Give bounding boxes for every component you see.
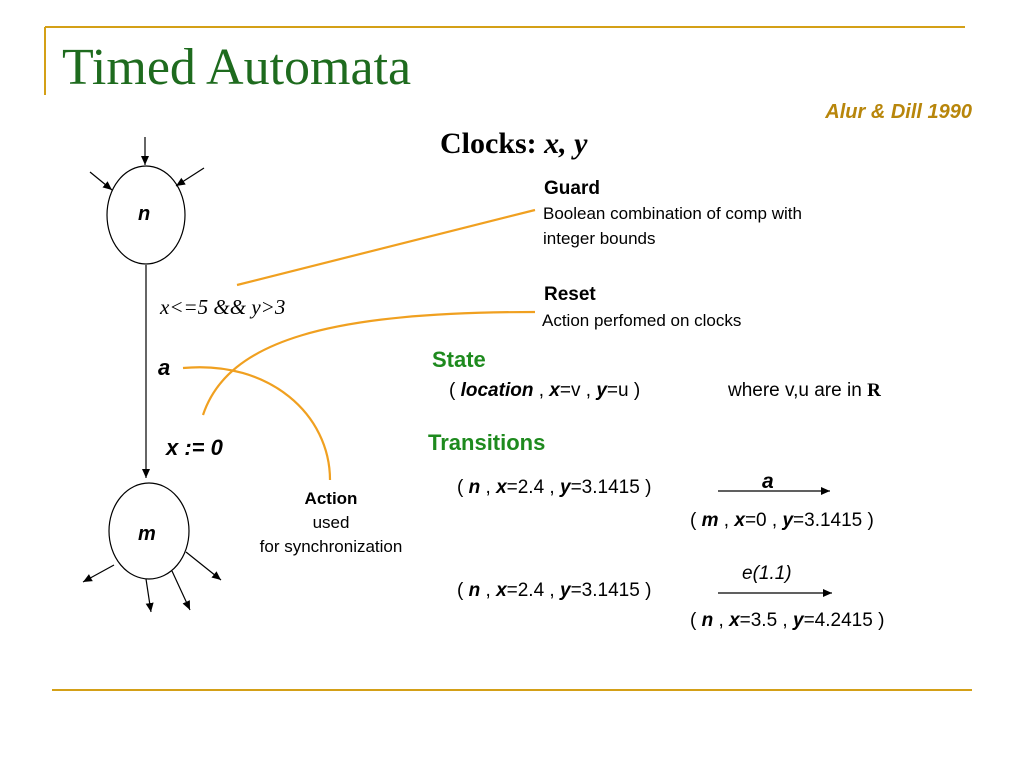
transition2-source: ( n , x=2.4 , y=3.1415 ): [457, 580, 652, 601]
state-y: y: [596, 380, 607, 401]
t2-target-xval: =3.5 ,: [739, 610, 788, 631]
guard-expression: x<=5 && y>3: [160, 295, 286, 319]
t2-xval: =2.4 ,: [506, 580, 555, 601]
t2-yval: =3.1415 ): [570, 580, 652, 601]
guard-description: Boolean combination of comp with integer…: [543, 201, 802, 251]
reset-callout-curve: [201, 310, 536, 416]
t1-x: x: [496, 477, 507, 498]
guard-desc-line1: Boolean combination of comp with: [543, 204, 802, 223]
clocks-heading: Clocks: x, y: [440, 127, 588, 161]
t1-y: y: [560, 477, 571, 498]
transition1-label: a: [762, 470, 774, 493]
t1-location: n: [468, 477, 481, 498]
state-heading: State: [432, 347, 486, 372]
clocks-vars: x, y: [544, 127, 588, 160]
reset-heading: Reset: [544, 284, 596, 305]
t1-yval: =3.1415 ): [570, 477, 652, 498]
state-tuple: ( location , x=v , y=u ): [449, 380, 641, 401]
state-m-circle: [108, 482, 190, 580]
clocks-label: Clocks:: [440, 127, 537, 160]
reset-expression: x := 0: [166, 435, 223, 460]
guard-callout-line: [236, 208, 536, 287]
t2-x: x: [496, 580, 507, 601]
incoming-arrow-left: [89, 171, 113, 191]
state-yval: =u ): [606, 380, 641, 401]
incoming-arrow-right: [175, 167, 205, 187]
guard-desc-line2: integer bounds: [543, 229, 656, 248]
transition2-target: ( n , x=3.5 , y=4.2415 ): [690, 610, 885, 631]
reset-description: Action perfomed on clocks: [542, 311, 742, 330]
transition1-source: ( n , x=2.4 , y=3.1415 ): [457, 477, 652, 498]
t1-target-location: m: [701, 510, 719, 531]
guard-heading: Guard: [544, 178, 600, 199]
state-x: x: [549, 380, 560, 401]
state-n-label: n: [138, 203, 151, 225]
outgoing-arrow-2: [145, 578, 154, 613]
action-note-heading: Action: [304, 489, 358, 508]
t1-target-x: x: [734, 510, 745, 531]
action-note-line1: used: [312, 513, 350, 532]
state-where-text: where v,u are in: [728, 380, 862, 401]
action-note-line2: for synchronization: [259, 537, 403, 556]
t2-target-yval: =4.2415 ): [803, 610, 885, 631]
t2-target-location: n: [701, 610, 714, 631]
state-where-note: where v,u are in R: [728, 380, 881, 402]
t1-target-yval: =3.1415 ): [793, 510, 874, 531]
outgoing-arrow-3: [171, 570, 191, 611]
t2-open-paren: (: [457, 580, 464, 601]
outgoing-arrow-1: [82, 564, 115, 583]
transition1-target: ( m , x=0 , y=3.1415 ): [690, 510, 874, 531]
t2-target-x: x: [729, 610, 740, 631]
state-open-paren: (: [449, 380, 456, 401]
state-n-circle: [106, 165, 186, 265]
page-title: Timed Automata: [62, 39, 412, 96]
t1-target-open-paren: (: [690, 510, 697, 531]
transition2-label: e(1.1): [742, 563, 792, 584]
t1-target-y: y: [782, 510, 794, 531]
t1-open-paren: (: [457, 477, 464, 498]
transitions-heading: Transitions: [428, 430, 546, 455]
t2-y: y: [560, 580, 571, 601]
t2-target-open-paren: (: [690, 610, 697, 631]
reals-symbol: R: [867, 380, 881, 401]
state-location: location: [460, 380, 534, 401]
outgoing-arrow-4: [185, 551, 222, 581]
action-callout-curve: [182, 366, 332, 481]
action-label: a: [158, 355, 171, 380]
state-m-label: m: [138, 523, 156, 545]
t1-xval: =2.4 ,: [506, 477, 555, 498]
action-note: Action used for synchronization: [248, 487, 414, 559]
t2-location: n: [468, 580, 481, 601]
t1-target-xval: =0 ,: [744, 510, 778, 531]
t2-target-y: y: [793, 610, 804, 631]
state-xval: =v ,: [559, 380, 592, 401]
citation: Alur & Dill 1990: [825, 101, 972, 123]
